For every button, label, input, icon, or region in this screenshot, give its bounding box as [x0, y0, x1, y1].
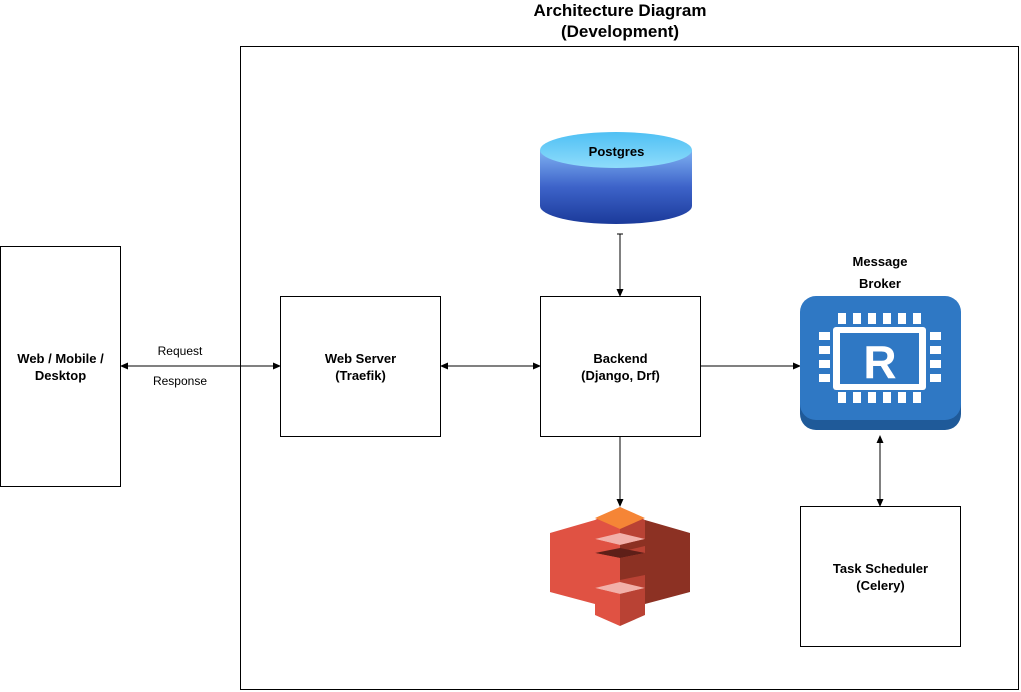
- client-node[interactable]: Web / Mobile / Desktop: [0, 246, 121, 487]
- database-label: Postgres: [588, 144, 645, 159]
- backend-node[interactable]: Backend (Django, Drf): [540, 296, 701, 437]
- database-cylinder-icon: [540, 132, 692, 224]
- message-broker-label-line1: Message: [852, 254, 908, 269]
- task-scheduler-label-line1: Task Scheduler: [832, 560, 929, 576]
- client-label-line1: Web / Mobile /: [17, 350, 104, 366]
- svg-text:R: R: [863, 336, 896, 388]
- task-scheduler-node[interactable]: Task Scheduler (Celery): [800, 506, 961, 647]
- message-broker-label-line2: Broker: [859, 276, 901, 291]
- redis-chip-icon: R: [800, 296, 961, 430]
- backend-label-line1: Backend: [593, 350, 648, 366]
- client-label-line2: Desktop: [34, 367, 87, 383]
- web-server-label-line2: (Traefik): [335, 367, 386, 383]
- diagram-title-line1: Architecture Diagram: [533, 1, 707, 20]
- message-broker-label: Message Broker: [820, 251, 940, 295]
- request-label: Request: [157, 344, 203, 358]
- diagram-title: Architecture Diagram (Development): [470, 0, 770, 42]
- task-scheduler-label-line2: (Celery): [856, 577, 905, 593]
- diagram-title-line2: (Development): [560, 22, 680, 41]
- response-label: Response: [152, 374, 208, 388]
- web-server-node[interactable]: Web Server (Traefik): [280, 296, 441, 437]
- backend-label-line2: (Django, Drf): [581, 367, 660, 383]
- aws-s3-bucket-icon: [550, 507, 690, 626]
- web-server-label-line1: Web Server: [324, 350, 397, 366]
